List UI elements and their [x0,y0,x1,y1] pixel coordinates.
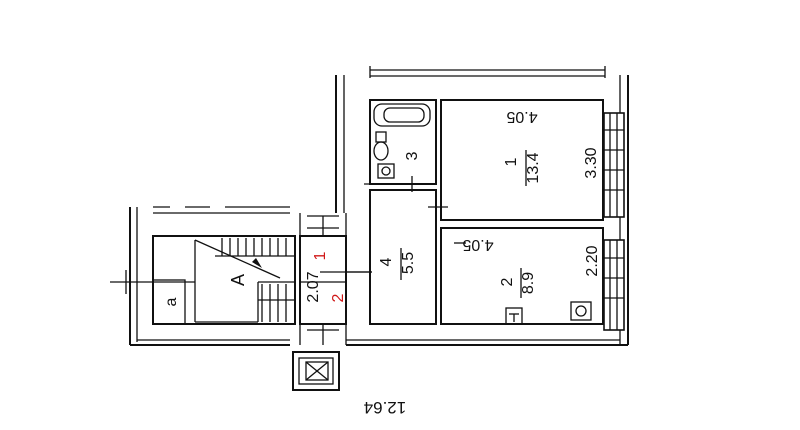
overall-dim: 12.64 [364,398,407,417]
labels: 4.05 1 13.4 3.30 4.05 2 8.9 2.20 3 4 5.5… [163,108,601,417]
stair [110,235,296,325]
bathtub-symbol [373,103,431,127]
room-1-width-dim: 4.05 [506,108,537,125]
room-3-number: 3 [404,151,421,160]
room-2-depth-dim: 2.20 [584,245,601,276]
room-4-area: 5.5 [400,252,417,274]
room-1-area: 13.4 [525,152,542,183]
stair-width-dim: 2.07 [305,271,322,302]
vent-shaft [292,351,340,391]
stove-symbol [505,307,523,325]
room-1-depth-dim: 3.30 [583,147,600,178]
room-4-number: 4 [378,257,395,266]
room-3 [364,99,437,192]
room-4 [346,189,448,325]
stair-label: A [228,274,248,286]
room-1-number: 1 [503,157,520,166]
cabinet [152,279,186,325]
stair-arrow-icon [252,258,262,268]
room-2 [440,227,604,325]
room-1 [440,99,604,221]
windows [603,112,625,331]
outer-walls [129,66,629,346]
stair-steps [215,238,295,322]
stair-mark-2: 2 [330,293,347,302]
stair-mark-1: 1 [312,251,329,260]
boiler-symbol [570,301,592,321]
room-2-area: 8.9 [520,272,537,294]
toilet-symbol [375,131,387,143]
room-2-width-dim: 4.05 [462,236,493,253]
stair-landing [299,213,372,345]
sink-symbol [377,163,395,179]
cabinet-label: a [163,297,180,306]
room-2-number: 2 [499,277,516,286]
